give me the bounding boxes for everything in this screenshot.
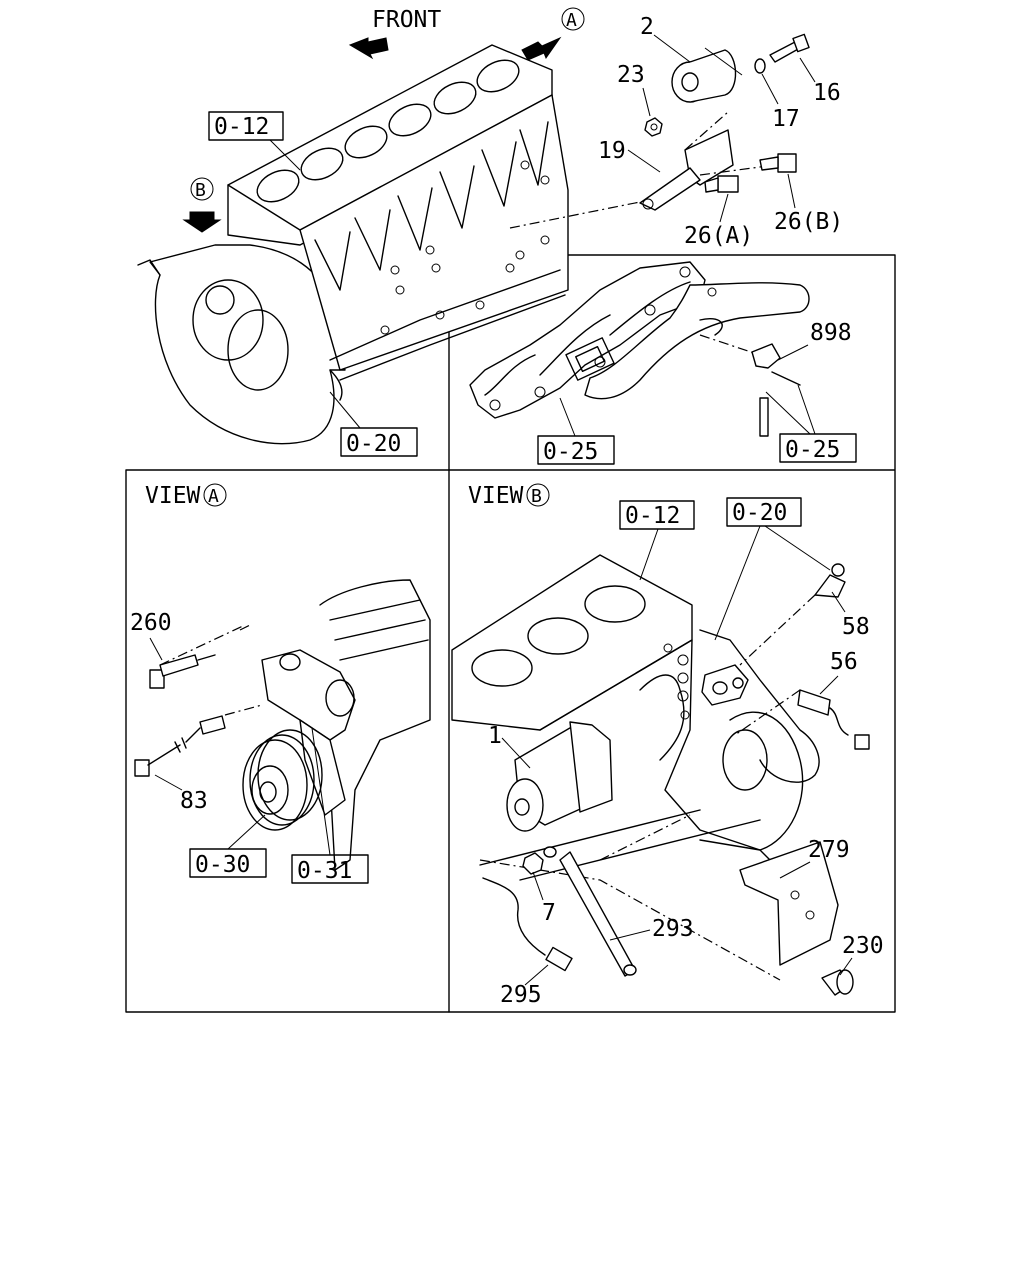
ref-box-0-31: 0-31 <box>291 727 369 884</box>
callouts-top-right: 2 16 17 23 19 26(A) 26(B) <box>598 14 843 249</box>
view-a-label: VIEW <box>145 483 201 509</box>
ref-box-0-12-b: 0-12 <box>619 500 695 581</box>
label-1: 1 <box>488 723 502 749</box>
label-26b: 26(B) <box>774 209 843 235</box>
ref-0-25-left-text: 0-25 <box>543 439 598 465</box>
part-293-rod: 293 <box>543 846 694 977</box>
part-17-washer <box>754 58 766 74</box>
front-label: FRONT <box>372 7 441 33</box>
label-279: 279 <box>808 837 850 863</box>
marker-b-top: B <box>195 180 206 201</box>
view-b-marker: B <box>531 486 542 507</box>
label-26a: 26(A) <box>684 223 753 249</box>
view-b-label: VIEW <box>468 483 524 509</box>
label-16: 16 <box>813 80 841 106</box>
part-83-sensor: 83 <box>134 715 226 814</box>
view-b-engine <box>451 554 821 981</box>
ref-0-20-top-text: 0-20 <box>346 431 401 457</box>
part-19-bracket <box>639 111 776 211</box>
ref-box-0-20-b: 0-20 <box>714 497 831 641</box>
part-295-harness: 295 <box>482 877 573 1008</box>
label-2: 2 <box>640 14 654 40</box>
marker-a-top: A <box>566 10 577 31</box>
view-a-marker: A <box>208 486 219 507</box>
ref-0-12-top-text: 0-12 <box>214 114 269 140</box>
part-58-clip: 58 <box>739 563 870 666</box>
part-16-bolt <box>769 33 810 63</box>
ref-box-0-25-left: 0-25 <box>537 397 615 465</box>
label-898: 898 <box>810 320 852 346</box>
part-2-solenoid <box>671 47 743 103</box>
part-56-sensor: 56 <box>734 649 870 750</box>
label-17: 17 <box>772 106 800 132</box>
part-23-nut <box>644 117 663 137</box>
label-58: 58 <box>842 614 870 640</box>
engine-block-top <box>137 44 651 445</box>
marker-b-badge: B <box>190 177 214 201</box>
marker-a-arrow-icon <box>521 36 562 61</box>
ref-0-12-b-text: 0-12 <box>625 503 680 529</box>
part-898-sensor: 898 <box>751 320 852 437</box>
view-a-engine <box>224 579 431 871</box>
label-56: 56 <box>830 649 858 675</box>
label-7: 7 <box>542 900 556 926</box>
ref-box-0-20-top: 0-20 <box>329 391 418 457</box>
ref-0-30-text: 0-30 <box>195 852 250 878</box>
label-293: 293 <box>652 916 694 942</box>
label-230: 230 <box>842 933 884 959</box>
part-230-bolt: 230 <box>821 933 884 996</box>
part-26b-bolt <box>759 153 797 173</box>
part-7-nut: 7 <box>522 852 556 926</box>
ref-box-0-12-top: 0-12 <box>208 111 301 171</box>
ref-box-0-30: 0-30 <box>189 814 267 878</box>
marker-b-arrow-icon <box>182 211 222 233</box>
part-26a-bolt <box>704 175 739 193</box>
part-1-starter-motor: 1 <box>488 721 613 832</box>
view-a-heading: VIEW A <box>145 483 227 509</box>
marker-a-badge: A <box>561 7 585 31</box>
ref-box-0-25-right: 0-25 <box>765 384 857 463</box>
front-arrow-icon <box>348 37 389 60</box>
label-23: 23 <box>617 62 645 88</box>
view-b-heading: VIEW B <box>468 483 550 509</box>
label-260: 260 <box>130 610 172 636</box>
ref-0-25-right-text: 0-25 <box>785 437 840 463</box>
label-83: 83 <box>180 788 208 814</box>
label-295: 295 <box>500 982 542 1008</box>
front-indicator: FRONT A B <box>182 7 585 233</box>
part-279-bracket: 279 <box>739 837 850 966</box>
ref-0-20-b-text: 0-20 <box>732 500 787 526</box>
label-19: 19 <box>598 138 626 164</box>
exhaust-manifold <box>469 261 810 419</box>
part-260-sensor: 260 <box>130 610 246 689</box>
ref-0-31-text: 0-31 <box>297 858 352 884</box>
